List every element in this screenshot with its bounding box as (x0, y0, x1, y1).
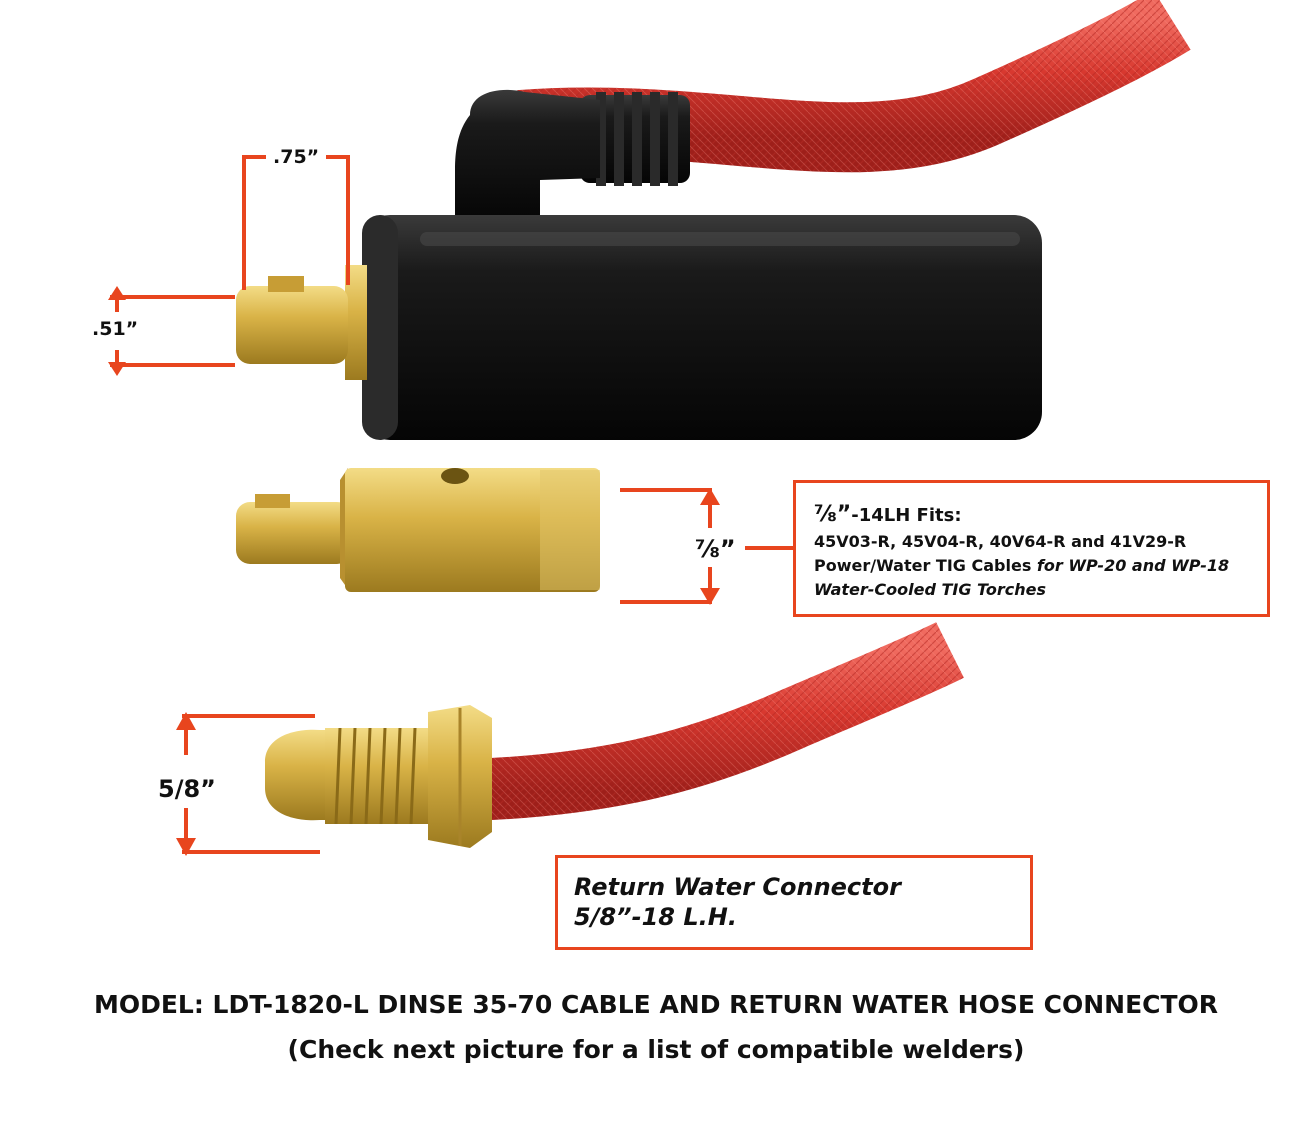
model-caption: MODEL: LDT-1820-L DINSE 35-70 CABLE AND … (93, 990, 1219, 1019)
return-line-2: 5/8”-18 L.H. (574, 903, 737, 931)
return-water-callout-box: Return Water Connector 5/8”-18 L.H. (555, 855, 1033, 950)
fits-line-2-italic: for WP-20 and WP-18 (1036, 556, 1230, 575)
cable-connector-body (362, 215, 1042, 440)
fits-heading: ⅞”-14LH Fits: (814, 503, 1267, 528)
fits-heading-suffix: -14LH Fits: (851, 505, 962, 526)
rubber-elbow (455, 89, 690, 225)
dinse-pin-top (236, 265, 367, 380)
width-dimension-label: .75” (273, 146, 320, 168)
return-hose (468, 622, 964, 821)
fits-line-3: Water-Cooled TIG Torches (814, 580, 1047, 599)
fits-heading-size: ⅞” (814, 502, 852, 527)
ribbed-sleeve (596, 92, 678, 186)
compatibility-note: (Check next picture for a list of compat… (287, 1035, 1025, 1064)
brass-diameter-label: ⅞” (695, 535, 736, 563)
brass-adapter (236, 468, 600, 592)
return-line-1: Return Water Connector (574, 873, 901, 901)
fits-line-1: 45V03-R, 45V04-R, 40V64-R and 41V29-R (814, 532, 1187, 551)
thread-lines (334, 727, 417, 825)
fits-callout-box: ⅞”-14LH Fits: 45V03-R, 45V04-R, 40V64-R … (793, 480, 1270, 617)
dimension-lines (110, 155, 796, 854)
fits-line-2: Power/Water TIG Cables for WP-20 and WP-… (814, 554, 1267, 578)
fits-line-2-plain: Power/Water TIG Cables (814, 556, 1037, 575)
dimension-arrowheads (108, 286, 720, 856)
height-dimension-label: .51” (92, 318, 139, 340)
return-connector-dimension-label: 5/8” (158, 775, 216, 803)
return-water-fitting (265, 705, 492, 848)
